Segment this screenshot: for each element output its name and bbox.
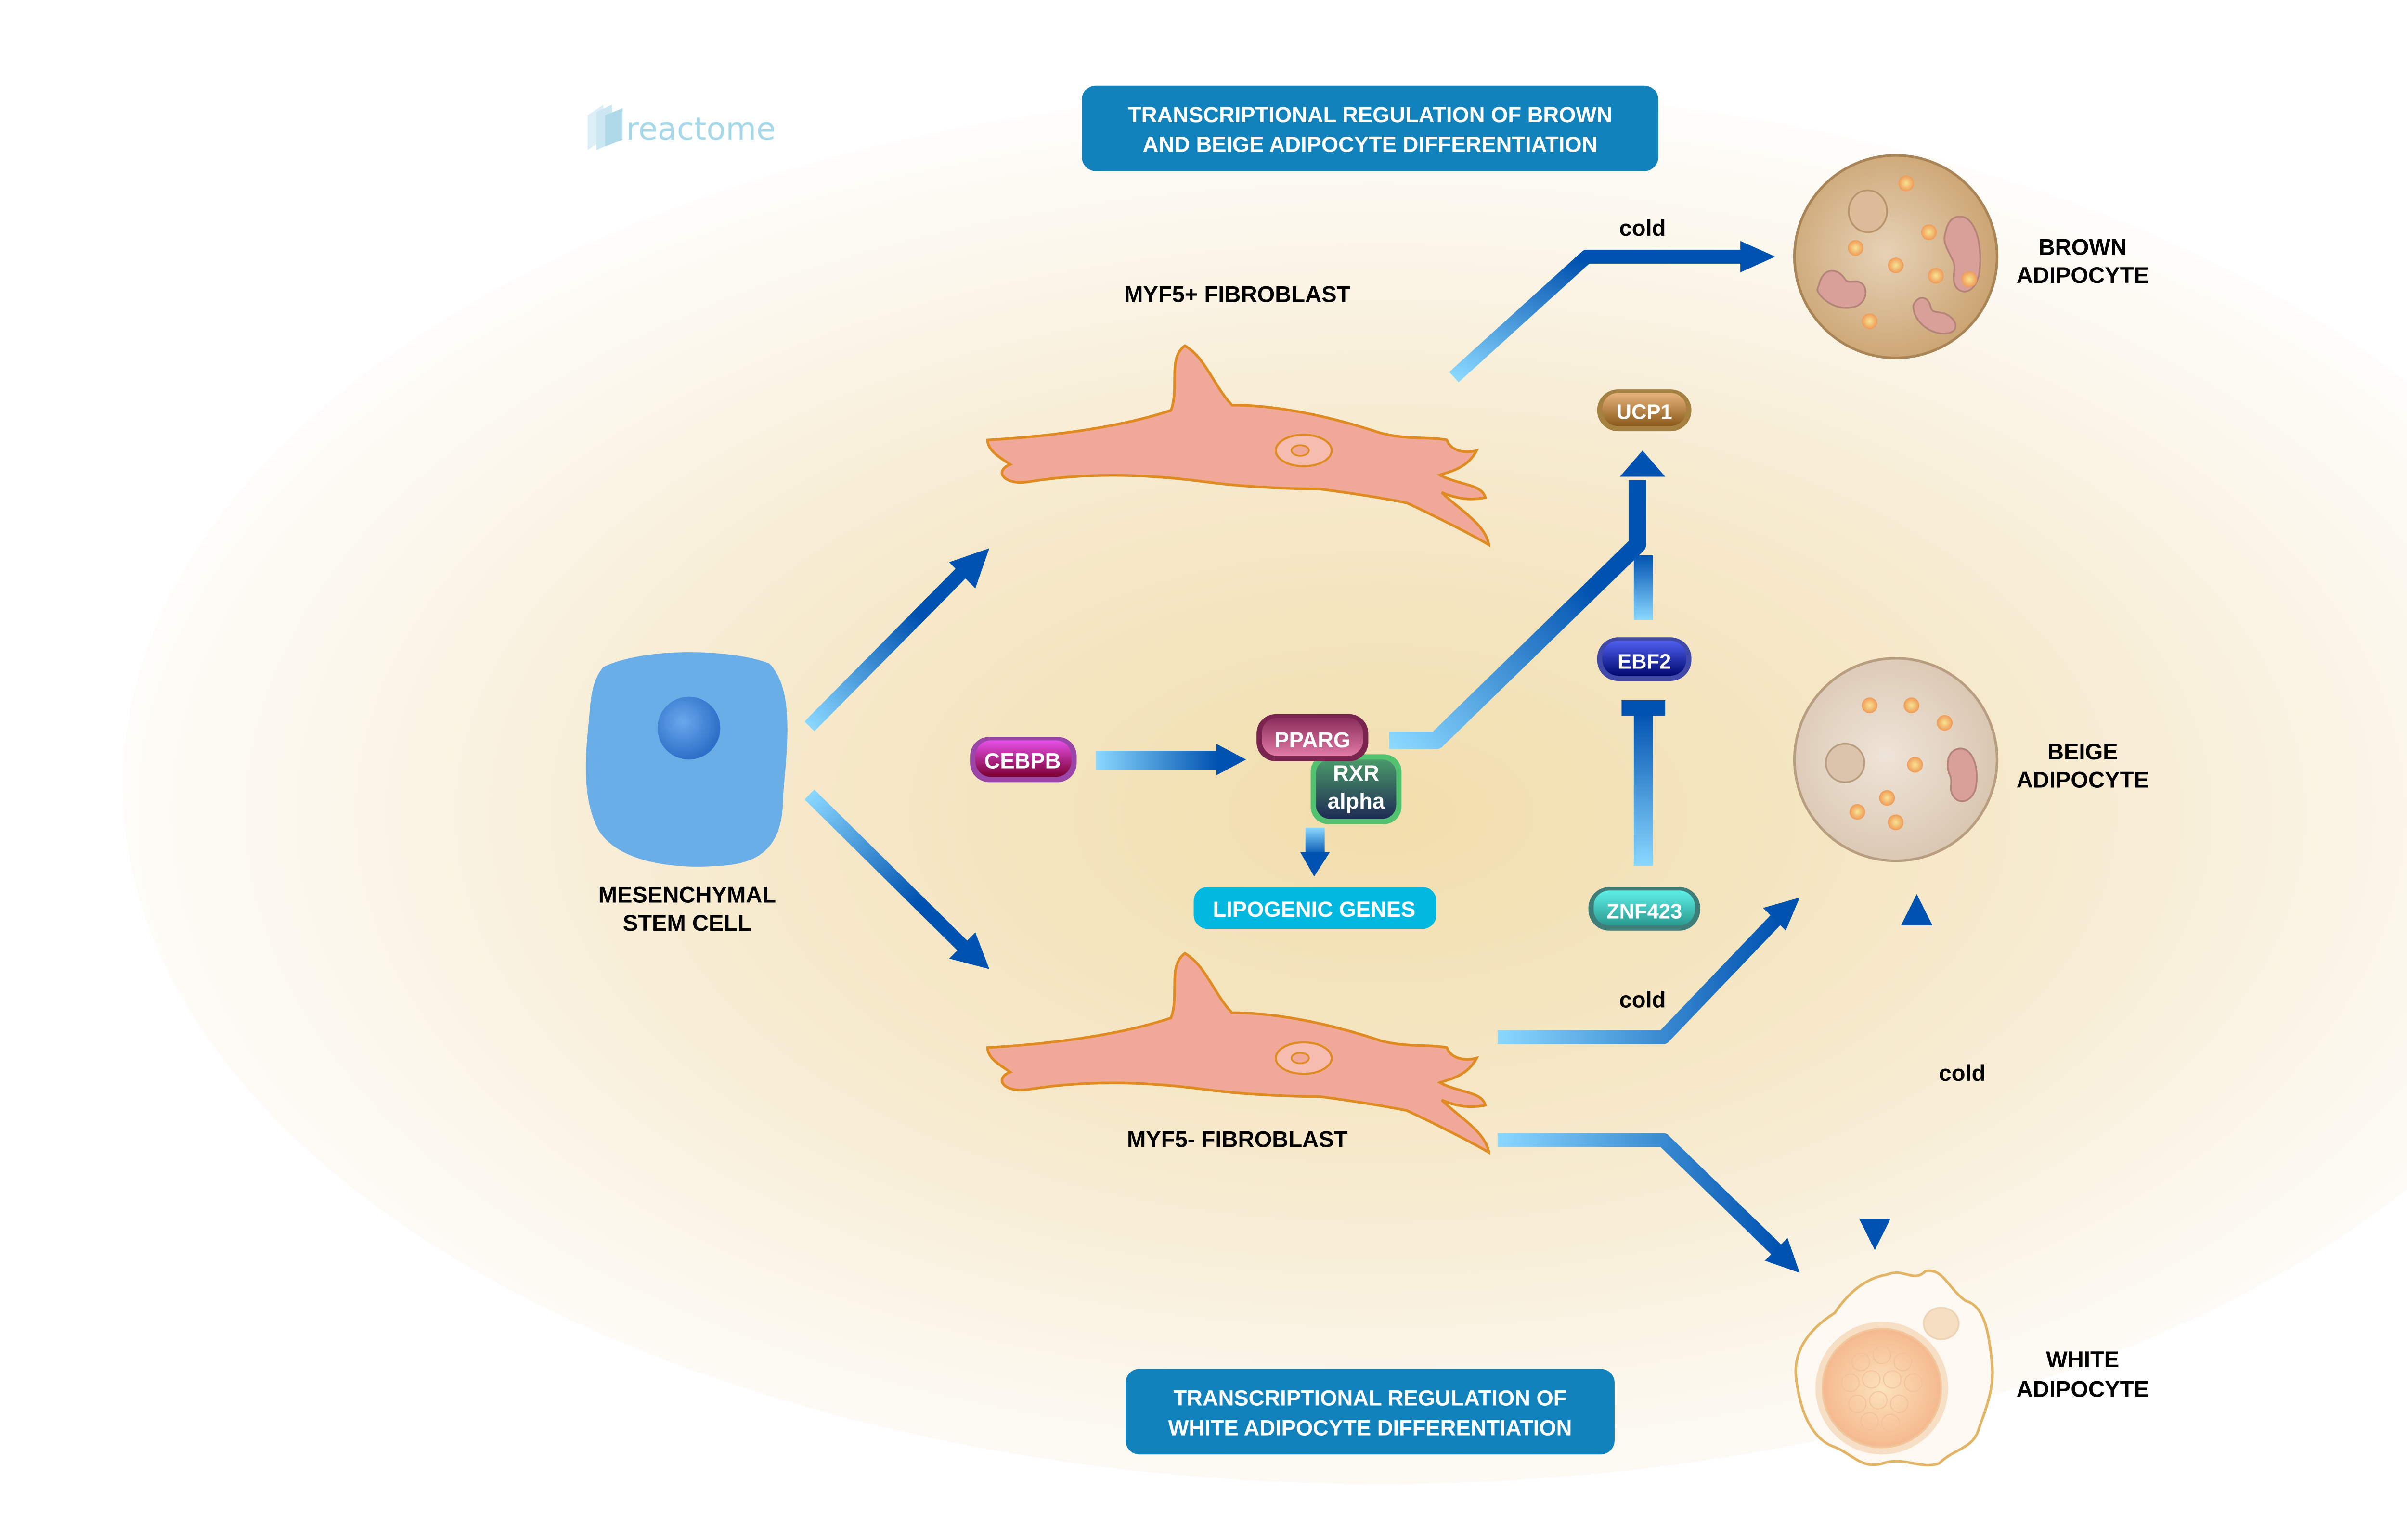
protein-rxr-alpha[interactable]: RXR alpha (1310, 754, 1402, 824)
arrow-beige-to-white (1859, 896, 1891, 1250)
cold-label-brown: cold (1619, 215, 1666, 241)
ebf2-label: EBF2 (1618, 651, 1671, 674)
lipid-droplet (1921, 224, 1937, 240)
title-box-brown-beige[interactable]: TRANSCRIPTIONAL REGULATION OF BROWN AND … (1082, 85, 1658, 171)
title-white-line2: WHITE ADIPOCYTE DIFFERENTIATION (1168, 1415, 1572, 1440)
lipid-droplet (1879, 790, 1895, 806)
pparg-label: PPARG (1274, 728, 1350, 752)
arrow-msc-to-myf5-pos (804, 548, 990, 732)
lipogenic-genes-label: LIPOGENIC GENES (1213, 897, 1416, 922)
lipid-droplet (1862, 697, 1877, 714)
white-adipocyte-label-line1: WHITE (2046, 1347, 2119, 1372)
msc-label-line2: STEM CELL (623, 910, 751, 936)
lipid-droplet (1961, 271, 1977, 287)
reactome-logo: reactome (587, 104, 776, 151)
beige-nucleus (1825, 743, 1865, 783)
mitochondrion (1816, 270, 1867, 309)
beige-adipocyte-label-line2: ADIPOCYTE (2017, 767, 2149, 792)
title-box-white[interactable]: TRANSCRIPTIONAL REGULATION OF WHITE ADIP… (1126, 1369, 1615, 1455)
white-adipocyte-label-line2: ADIPOCYTE (2017, 1376, 2149, 1401)
white-adipocyte[interactable] (1794, 1269, 1994, 1467)
myf5-pos-fibroblast[interactable] (986, 344, 1491, 548)
fat-globules (1841, 1346, 1923, 1433)
protein-ucp1[interactable]: UCP1 (1597, 389, 1692, 432)
lipid-droplet (1888, 257, 1904, 273)
reactome-logo-text: reactome (626, 111, 776, 147)
cold-label-beige: cold (1619, 987, 1666, 1012)
mesenchymal-stem-cell[interactable] (585, 652, 788, 867)
protein-ebf2[interactable]: EBF2 (1597, 637, 1692, 681)
title-white-line1: TRANSCRIPTIONAL REGULATION OF (1173, 1386, 1566, 1411)
brown-adipocyte-label-line2: ADIPOCYTE (2017, 262, 2149, 288)
lipid-droplet (1928, 268, 1944, 284)
myf5-neg-label: MYF5- FIBROBLAST (1127, 1127, 1348, 1152)
gene-lipogenic-genes[interactable]: LIPOGENIC GENES (1193, 887, 1436, 929)
brown-adipocyte-label-line1: BROWN (2039, 234, 2127, 260)
beige-adipocyte[interactable] (1793, 657, 1999, 862)
protein-znf423[interactable]: ZNF423 (1588, 887, 1700, 931)
arrow-pparg-to-lipogenic (1300, 827, 1330, 877)
lipid-droplet (1907, 757, 1923, 773)
protein-cebpb[interactable]: CEBPB (970, 737, 1077, 783)
protein-pparg[interactable]: PPARG (1256, 714, 1369, 761)
cebpb-label: CEBPB (984, 748, 1061, 773)
lipid-droplet-large-core (1821, 1328, 1942, 1449)
lipid-droplet (1848, 240, 1863, 256)
msc-nucleus (657, 696, 721, 760)
arrow-cebpb-to-pparg (1096, 744, 1246, 775)
arrow-myf5-neg-to-beige (1497, 897, 1800, 1044)
arrow-myf5-pos-to-brown (1449, 241, 1775, 383)
cold-label-interconvert: cold (1939, 1060, 1985, 1086)
title-brown-beige-line2: AND BEIGE ADIPOCYTE DIFFERENTIATION (1143, 132, 1598, 157)
mitochondrion (1912, 297, 1957, 335)
background-glow (123, 87, 2407, 1484)
myf5-pos-label: MYF5+ FIBROBLAST (1124, 282, 1350, 307)
lipid-droplet (1937, 715, 1953, 731)
lipid-droplet (1903, 697, 1920, 714)
arrow-myf5-neg-to-white (1497, 1133, 1800, 1273)
lipid-droplet (1849, 804, 1865, 820)
rxr-label-line2: alpha (1328, 789, 1385, 813)
lipid-droplet (1862, 313, 1877, 329)
lipid-droplet (1898, 175, 1915, 192)
beige-adipocyte-label-line1: BEIGE (2047, 739, 2118, 764)
rxr-label-line1: RXR (1333, 761, 1379, 785)
arrow-pparg-to-ucp1 (1389, 450, 1666, 749)
reactome-logo-icon (587, 104, 623, 151)
brown-nucleus (1848, 189, 1888, 233)
msc-label-line1: MESENCHYMAL (598, 882, 776, 908)
mitochondrion (1947, 747, 1978, 802)
white-nucleus (1923, 1307, 1960, 1340)
arrow-msc-to-myf5-neg (804, 789, 990, 969)
lipid-droplet (1888, 814, 1904, 831)
arrow-white-to-beige (1901, 894, 1933, 1249)
brown-adipocyte[interactable] (1793, 154, 1999, 359)
znf423-label: ZNF423 (1606, 900, 1682, 923)
title-brown-beige-line1: TRANSCRIPTIONAL REGULATION OF BROWN (1128, 103, 1612, 127)
ucp1-label: UCP1 (1617, 401, 1672, 424)
arrow-ebf2-to-ucp1 (1633, 555, 1653, 620)
inhibition-znf423-to-ebf2 (1621, 700, 1666, 866)
myf5-neg-fibroblast[interactable] (986, 951, 1491, 1155)
